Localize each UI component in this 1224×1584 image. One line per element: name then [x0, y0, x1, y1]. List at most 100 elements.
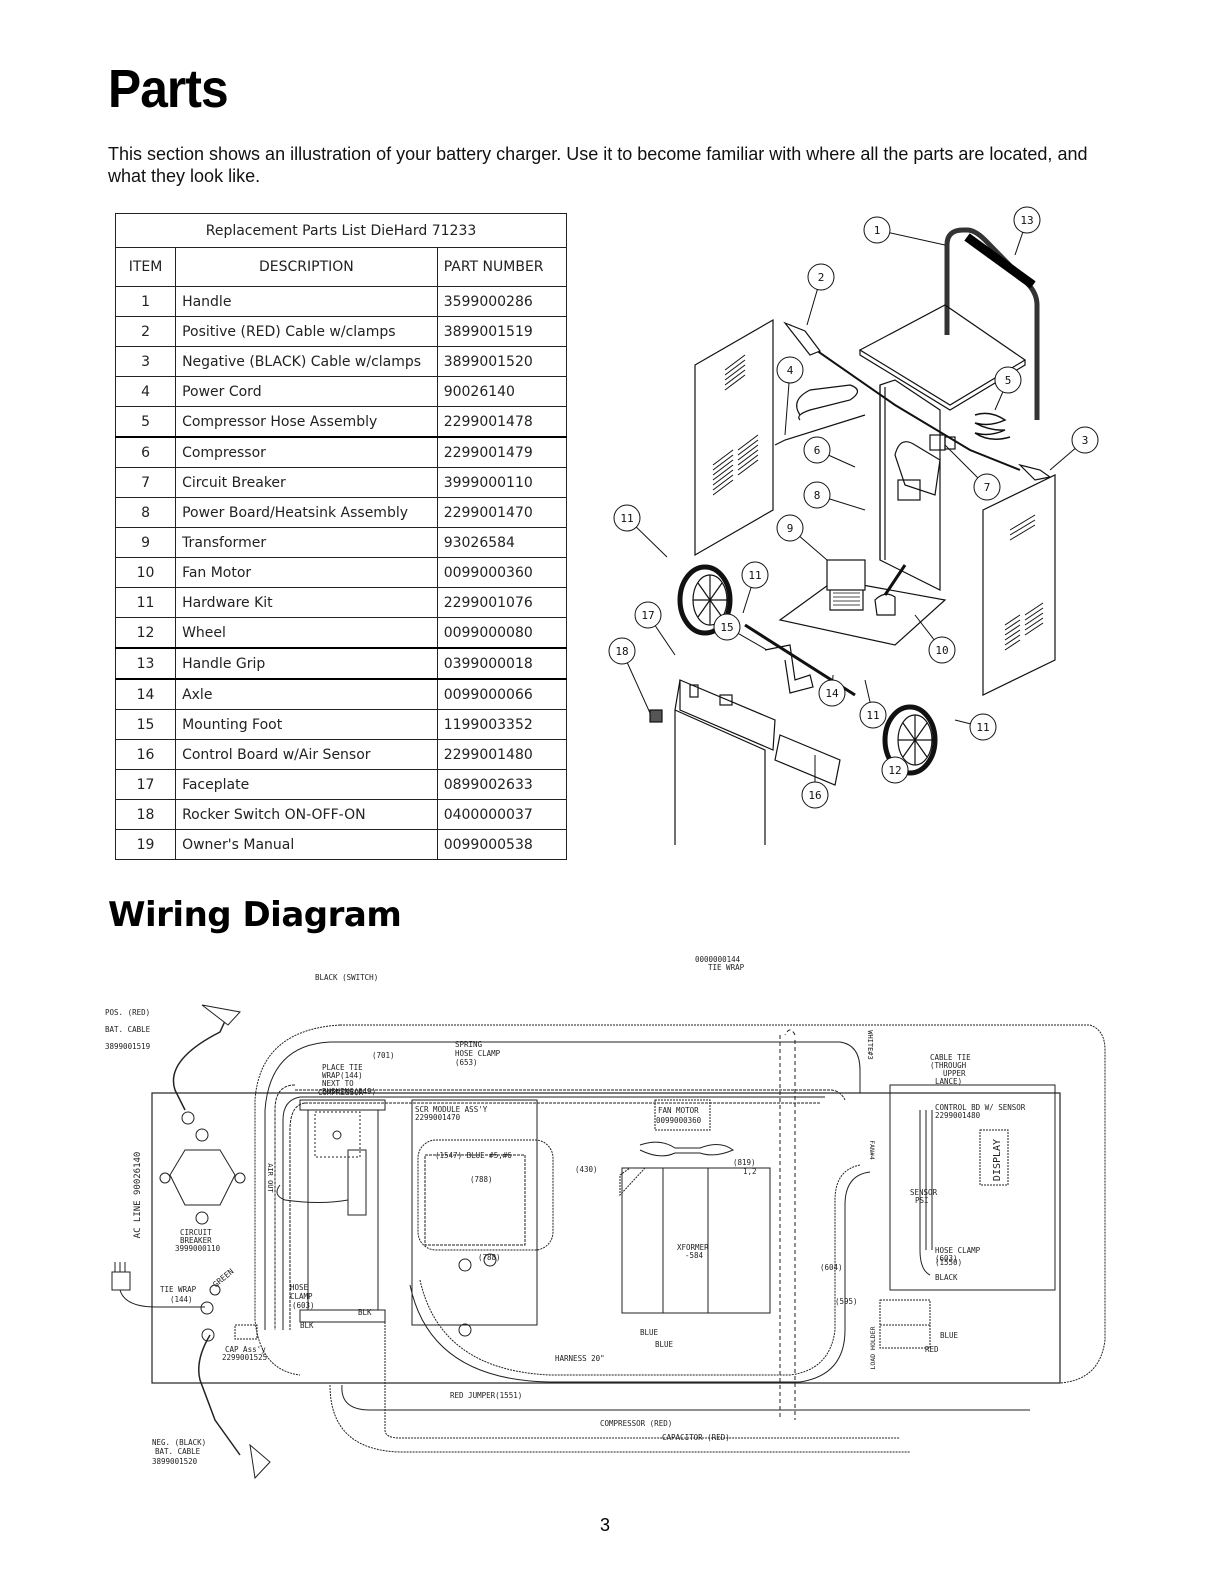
- wiring-label-place-tie-3: NEXT TO: [322, 1079, 354, 1088]
- item-cell: 11: [114, 587, 177, 618]
- wiring-label-w595: (595): [835, 1297, 858, 1306]
- wiring-label-w819b: 1,2: [743, 1167, 757, 1176]
- callout-3: 3: [1049, 426, 1099, 471]
- intro-paragraph: This section shows an illustration of yo…: [108, 144, 1088, 186]
- callout-11: 11: [859, 679, 887, 729]
- negative-clamp-illustration: [1018, 463, 1052, 481]
- chassis-panel-illustration: [879, 379, 941, 591]
- callout-11: 11: [741, 561, 769, 614]
- wiring-label-tie-wrap-144-1: TIE WRAP: [160, 1285, 197, 1294]
- callout-number: 7: [984, 481, 991, 494]
- tie-wrap-loop: [779, 1029, 796, 1420]
- description-cell: Fan Motor: [175, 557, 438, 588]
- wiring-label-blk2: BLK: [300, 1321, 314, 1330]
- item-cell: 12: [114, 617, 177, 649]
- control-board-symbol: [889, 1084, 1056, 1291]
- wiring-label-red: RED: [925, 1345, 939, 1354]
- callout-circle: [634, 601, 662, 629]
- item-cell: 9: [114, 527, 177, 558]
- fan-motor-symbol: [639, 1099, 734, 1157]
- item-cell: 14: [114, 678, 177, 710]
- callout-number: 10: [935, 644, 948, 657]
- callout-number: 17: [641, 609, 654, 622]
- wiring-label-w604: (604): [820, 1263, 843, 1272]
- callout-number: 11: [748, 569, 761, 582]
- wiring-label-blue: BLUE: [940, 1331, 959, 1340]
- callout-18: 18: [608, 637, 651, 714]
- description-cell: Circuit Breaker: [175, 467, 438, 498]
- callout-14: 14: [818, 674, 846, 707]
- item-cell: 5: [114, 406, 177, 438]
- part-number-cell: 3999000110: [436, 467, 568, 498]
- circuit-breaker-symbol: [159, 1128, 246, 1225]
- wiring-label-hose-clamp-l3: (603): [292, 1301, 315, 1310]
- wiring-label-place-tie-1: PLACE TIE: [322, 1063, 363, 1072]
- callout-circle: [994, 366, 1022, 394]
- callout-circle: [863, 216, 891, 244]
- description-cell: Handle Grip: [175, 647, 438, 680]
- pos-battery-cable: [172, 1009, 231, 1111]
- wiring-label-spring-3: (653): [455, 1058, 478, 1067]
- harness-20: [419, 1164, 861, 1376]
- wiring-label-cable-tie-1: CABLE TIE: [930, 1053, 971, 1062]
- black-switch-wire: [254, 1024, 341, 1376]
- part-number-cell: 2299001076: [436, 587, 568, 618]
- wiring-label-blue1547: (1547) BLUE #5,#6: [435, 1151, 512, 1160]
- wiring-label-breaker-3: 3999000110: [175, 1244, 221, 1253]
- wiring-label-w788a: (788): [470, 1175, 493, 1184]
- callout-number: 13: [1020, 214, 1033, 227]
- part-number-cell: 0399000018: [436, 647, 568, 680]
- callout-5: 5: [994, 366, 1022, 411]
- wiring-label-control-2: 2299001480: [935, 1111, 981, 1120]
- wiring-label-w788b: (788): [478, 1253, 501, 1262]
- callout-number: 16: [808, 789, 821, 802]
- callout-number: 8: [814, 489, 821, 502]
- scr-module-symbol: [411, 1099, 554, 1326]
- part-number-cell: 0099000538: [436, 829, 568, 860]
- handle-grip-illustration: [964, 233, 1036, 289]
- description-cell: Transformer: [175, 527, 438, 558]
- control-board-illustration: [774, 734, 841, 786]
- description-cell: Power Board/Heatsink Assembly: [175, 497, 438, 528]
- callout-circle: [803, 481, 831, 509]
- wiring-label-white43: WHITE#3: [866, 1030, 874, 1060]
- wiring-label-tie-wrap-pn: 0000000144: [695, 955, 741, 964]
- part-number-cell: 3899001519: [436, 316, 568, 347]
- description-cell: Wheel: [175, 617, 438, 649]
- wiring-label-tie-wrap-144-2: (144): [170, 1295, 193, 1304]
- red-jumper-wire: [341, 1384, 1030, 1411]
- mounting-foot-illustration: [764, 644, 814, 694]
- base-plate-illustration: [778, 579, 947, 646]
- wiring-label-hose-clamp-l1: HOSE: [290, 1283, 309, 1292]
- left-side-panel: [694, 318, 774, 557]
- wiring-label-xformer-2: -584: [685, 1251, 704, 1260]
- replacement-parts-table: Replacement Parts List DieHard 71233 ITE…: [114, 213, 568, 860]
- wiring-label-w430: (430): [575, 1165, 598, 1174]
- header-description: DESCRIPTION: [175, 247, 438, 287]
- wiring-label-neg-2: BAT. CABLE: [155, 1447, 201, 1456]
- description-cell: Mounting Foot: [175, 709, 438, 740]
- callout-4: 4: [776, 356, 804, 436]
- callout-6: 6: [803, 436, 856, 468]
- item-cell: 17: [114, 769, 177, 800]
- wiring-label-cap-1: CAP Ass'y: [225, 1345, 266, 1354]
- item-cell: 1: [114, 286, 177, 317]
- callout-circle: [776, 356, 804, 384]
- description-cell: Power Cord: [175, 376, 438, 407]
- compressor-illustration: [894, 441, 941, 496]
- wiring-label-cable-tie-4: LANCE): [935, 1077, 962, 1086]
- wiring-label-pos-cable-2: BAT. CABLE: [105, 1025, 151, 1034]
- callout-number: 2: [818, 271, 825, 284]
- part-number-cell: 0099000080: [436, 617, 568, 649]
- wiring-label-pos-cable-3: 3899001519: [105, 1042, 150, 1051]
- wiring-label-neg-3: 3899001520: [152, 1457, 198, 1466]
- callout-8: 8: [803, 481, 866, 511]
- part-number-cell: 0899002633: [436, 769, 568, 800]
- chassis-outline: [151, 1092, 1061, 1384]
